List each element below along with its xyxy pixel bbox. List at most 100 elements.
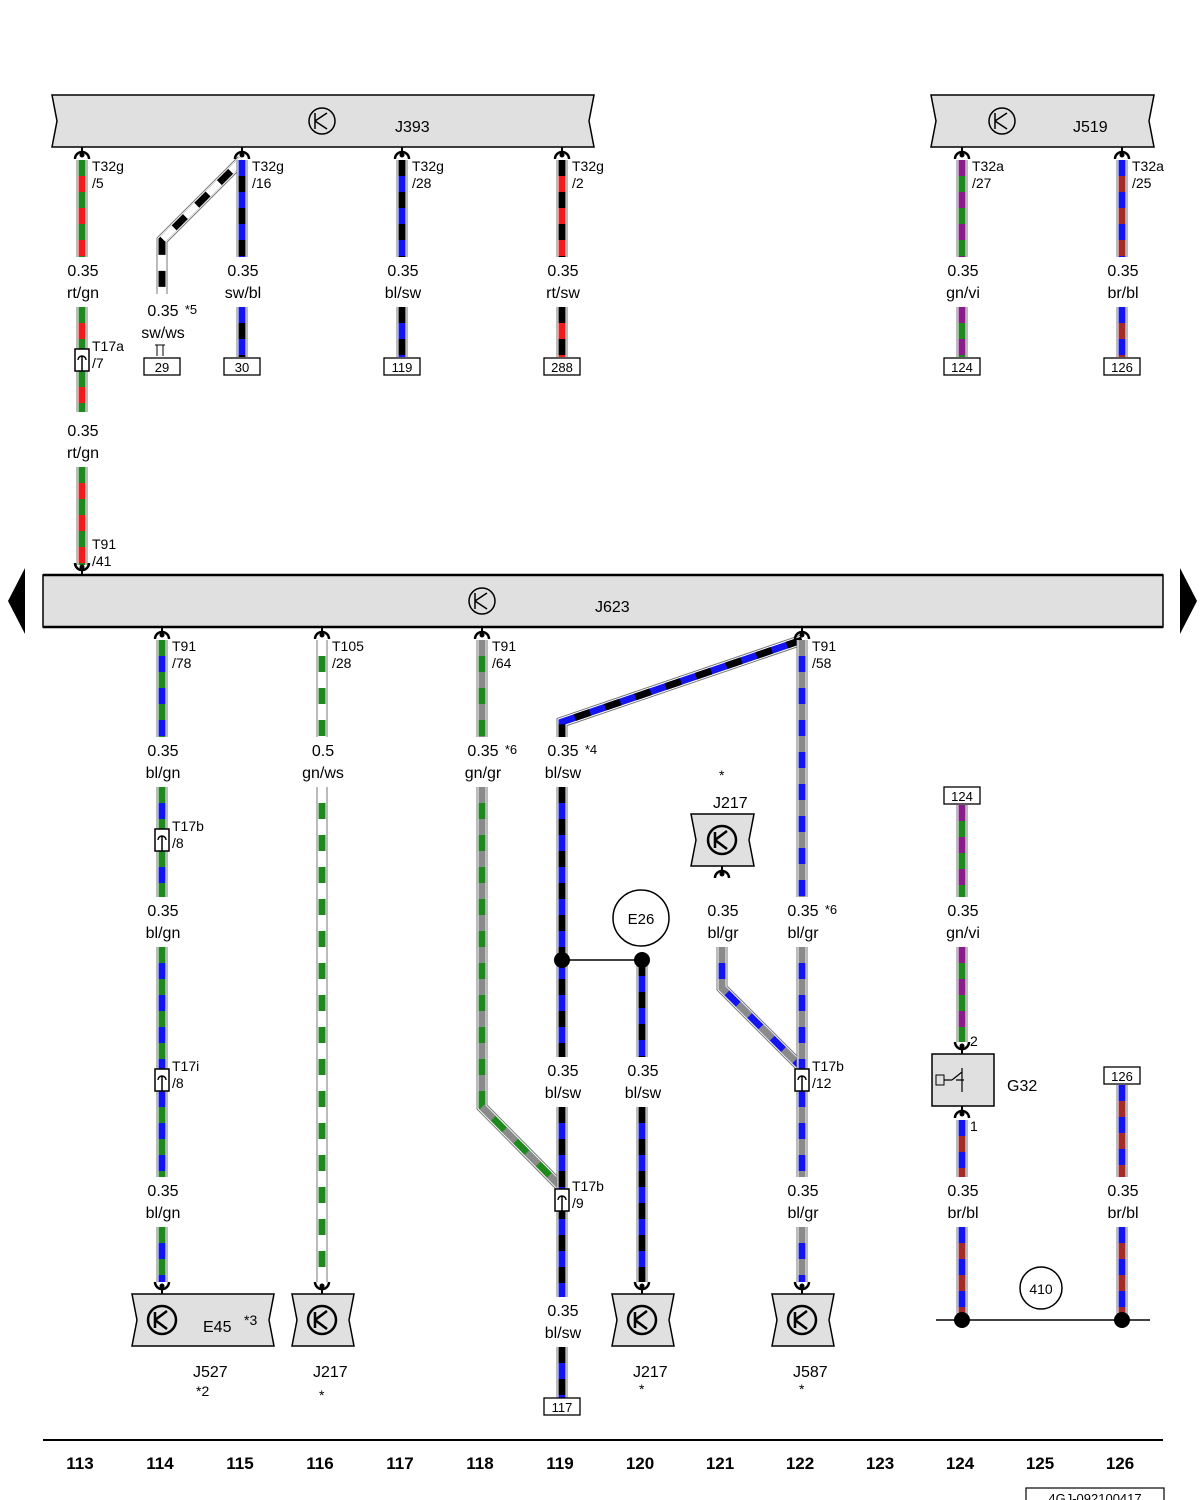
component-e26: E26 xyxy=(554,889,670,968)
wire-color: sw/ws xyxy=(141,325,185,342)
terminal-icon xyxy=(953,1106,971,1119)
reference-number: 126 xyxy=(1111,360,1133,375)
terminal-icon xyxy=(313,1281,331,1294)
connector-pin: /16 xyxy=(252,175,272,191)
reference-box: 119 xyxy=(383,357,421,376)
component-j587-note: * xyxy=(799,1381,805,1397)
module-j519-label: J519 xyxy=(1073,119,1108,136)
wire-color: rt/gn xyxy=(67,285,99,302)
reference-box: 126 xyxy=(1103,1066,1141,1085)
wire-size: 0.5 xyxy=(312,743,334,760)
connector-label: T17i xyxy=(172,1058,199,1074)
reference-box: 117 xyxy=(543,1397,581,1416)
reference-number: 29 xyxy=(155,360,169,375)
component-e26-label: E26 xyxy=(628,911,655,928)
component-j587-label: J587 xyxy=(793,1364,828,1381)
connector-pin: /78 xyxy=(172,655,192,671)
terminal-icon xyxy=(153,627,171,640)
junction-dot xyxy=(634,952,650,968)
continue-right-arrow xyxy=(1180,568,1197,634)
wire-color: bl/gn xyxy=(146,925,181,942)
wire-color: bl/sw xyxy=(625,1085,662,1102)
component-g32-pin: 2 xyxy=(970,1033,978,1049)
connector-label: T32a xyxy=(972,158,1004,174)
connector-label: T17b xyxy=(172,818,204,834)
connector-pin: /58 xyxy=(812,655,832,671)
connector-label: T91 xyxy=(812,638,836,654)
terminal-icon xyxy=(953,147,971,160)
reference-number: 124 xyxy=(951,789,973,804)
wire-note: *5 xyxy=(185,302,197,317)
terminal-icon xyxy=(233,147,251,160)
column-number: 118 xyxy=(466,1454,493,1473)
wire-size: 0.35 xyxy=(947,1183,978,1200)
connector-label: T91 xyxy=(92,536,116,552)
transistor-icon xyxy=(468,587,496,615)
terminal-icon xyxy=(393,147,411,160)
transistor-icon xyxy=(308,107,336,135)
wire-note: *6 xyxy=(825,902,837,917)
connector-pin: /7 xyxy=(92,355,104,371)
ground-410-label: 410 xyxy=(1029,1281,1053,1297)
transistor-icon xyxy=(306,1304,338,1336)
connector-pin: /28 xyxy=(412,175,432,191)
wire-color: bl/sw xyxy=(385,285,422,302)
wire-size: 0.35 xyxy=(787,1183,818,1200)
column-number: 123 xyxy=(866,1454,894,1473)
wire-size: 0.35 xyxy=(547,1303,578,1320)
junction-dot xyxy=(954,1312,970,1328)
terminal-icon xyxy=(793,1281,811,1294)
module-j623: J623 xyxy=(8,568,1197,634)
wire-size: 0.35 xyxy=(387,263,418,280)
connector-pin: /64 xyxy=(492,655,512,671)
module-j519: J519 xyxy=(930,94,1155,148)
wire-note: *4 xyxy=(585,742,597,757)
connector-label: T32a xyxy=(1132,158,1164,174)
wire-size: 0.35 xyxy=(227,263,258,280)
connector-label: T105 xyxy=(332,638,364,654)
wire-size: 0.35 xyxy=(67,263,98,280)
connector-pin: /5 xyxy=(92,175,104,191)
wire-note: *6 xyxy=(505,742,517,757)
connector-label: T91 xyxy=(172,638,196,654)
reference-box: 30 xyxy=(223,357,261,376)
wire-size: 0.35 xyxy=(147,1183,178,1200)
component-e45-note: *3 xyxy=(244,1312,257,1328)
component-j527-note: *2 xyxy=(196,1383,209,1399)
wire-color: sw/bl xyxy=(225,285,261,302)
reference-number: 119 xyxy=(392,360,413,375)
wire-size: 0.35 xyxy=(627,1063,658,1080)
connector-label: T32g xyxy=(92,158,124,174)
wire-label: 0.35 rt/gn xyxy=(67,263,99,302)
connector-pin: /41 xyxy=(92,553,112,569)
module-j393: J393 xyxy=(51,94,595,148)
wire-color: gn/gr xyxy=(465,765,502,782)
terminal-icon xyxy=(713,866,731,879)
wire-color: gn/vi xyxy=(946,285,980,302)
wire-color: bl/gn xyxy=(146,1205,181,1222)
terminal-icon xyxy=(633,1281,651,1294)
reference-number: 288 xyxy=(551,360,573,375)
wire-color: rt/gn xyxy=(67,445,99,462)
inline-connector-icon xyxy=(154,1068,170,1092)
column-number: 116 xyxy=(306,1454,333,1473)
transistor-icon xyxy=(626,1304,658,1336)
wire-label: 0.35 bl/gn xyxy=(146,1183,181,1222)
wire-size: 0.35 xyxy=(947,903,978,920)
component-j217-label: J217 xyxy=(633,1364,668,1381)
connector-pin: /2 xyxy=(572,175,584,191)
terminals-layer xyxy=(73,147,1131,1294)
wire-bl-gr xyxy=(716,947,806,1072)
wire-label: 0.35 sw/bl xyxy=(225,263,261,302)
